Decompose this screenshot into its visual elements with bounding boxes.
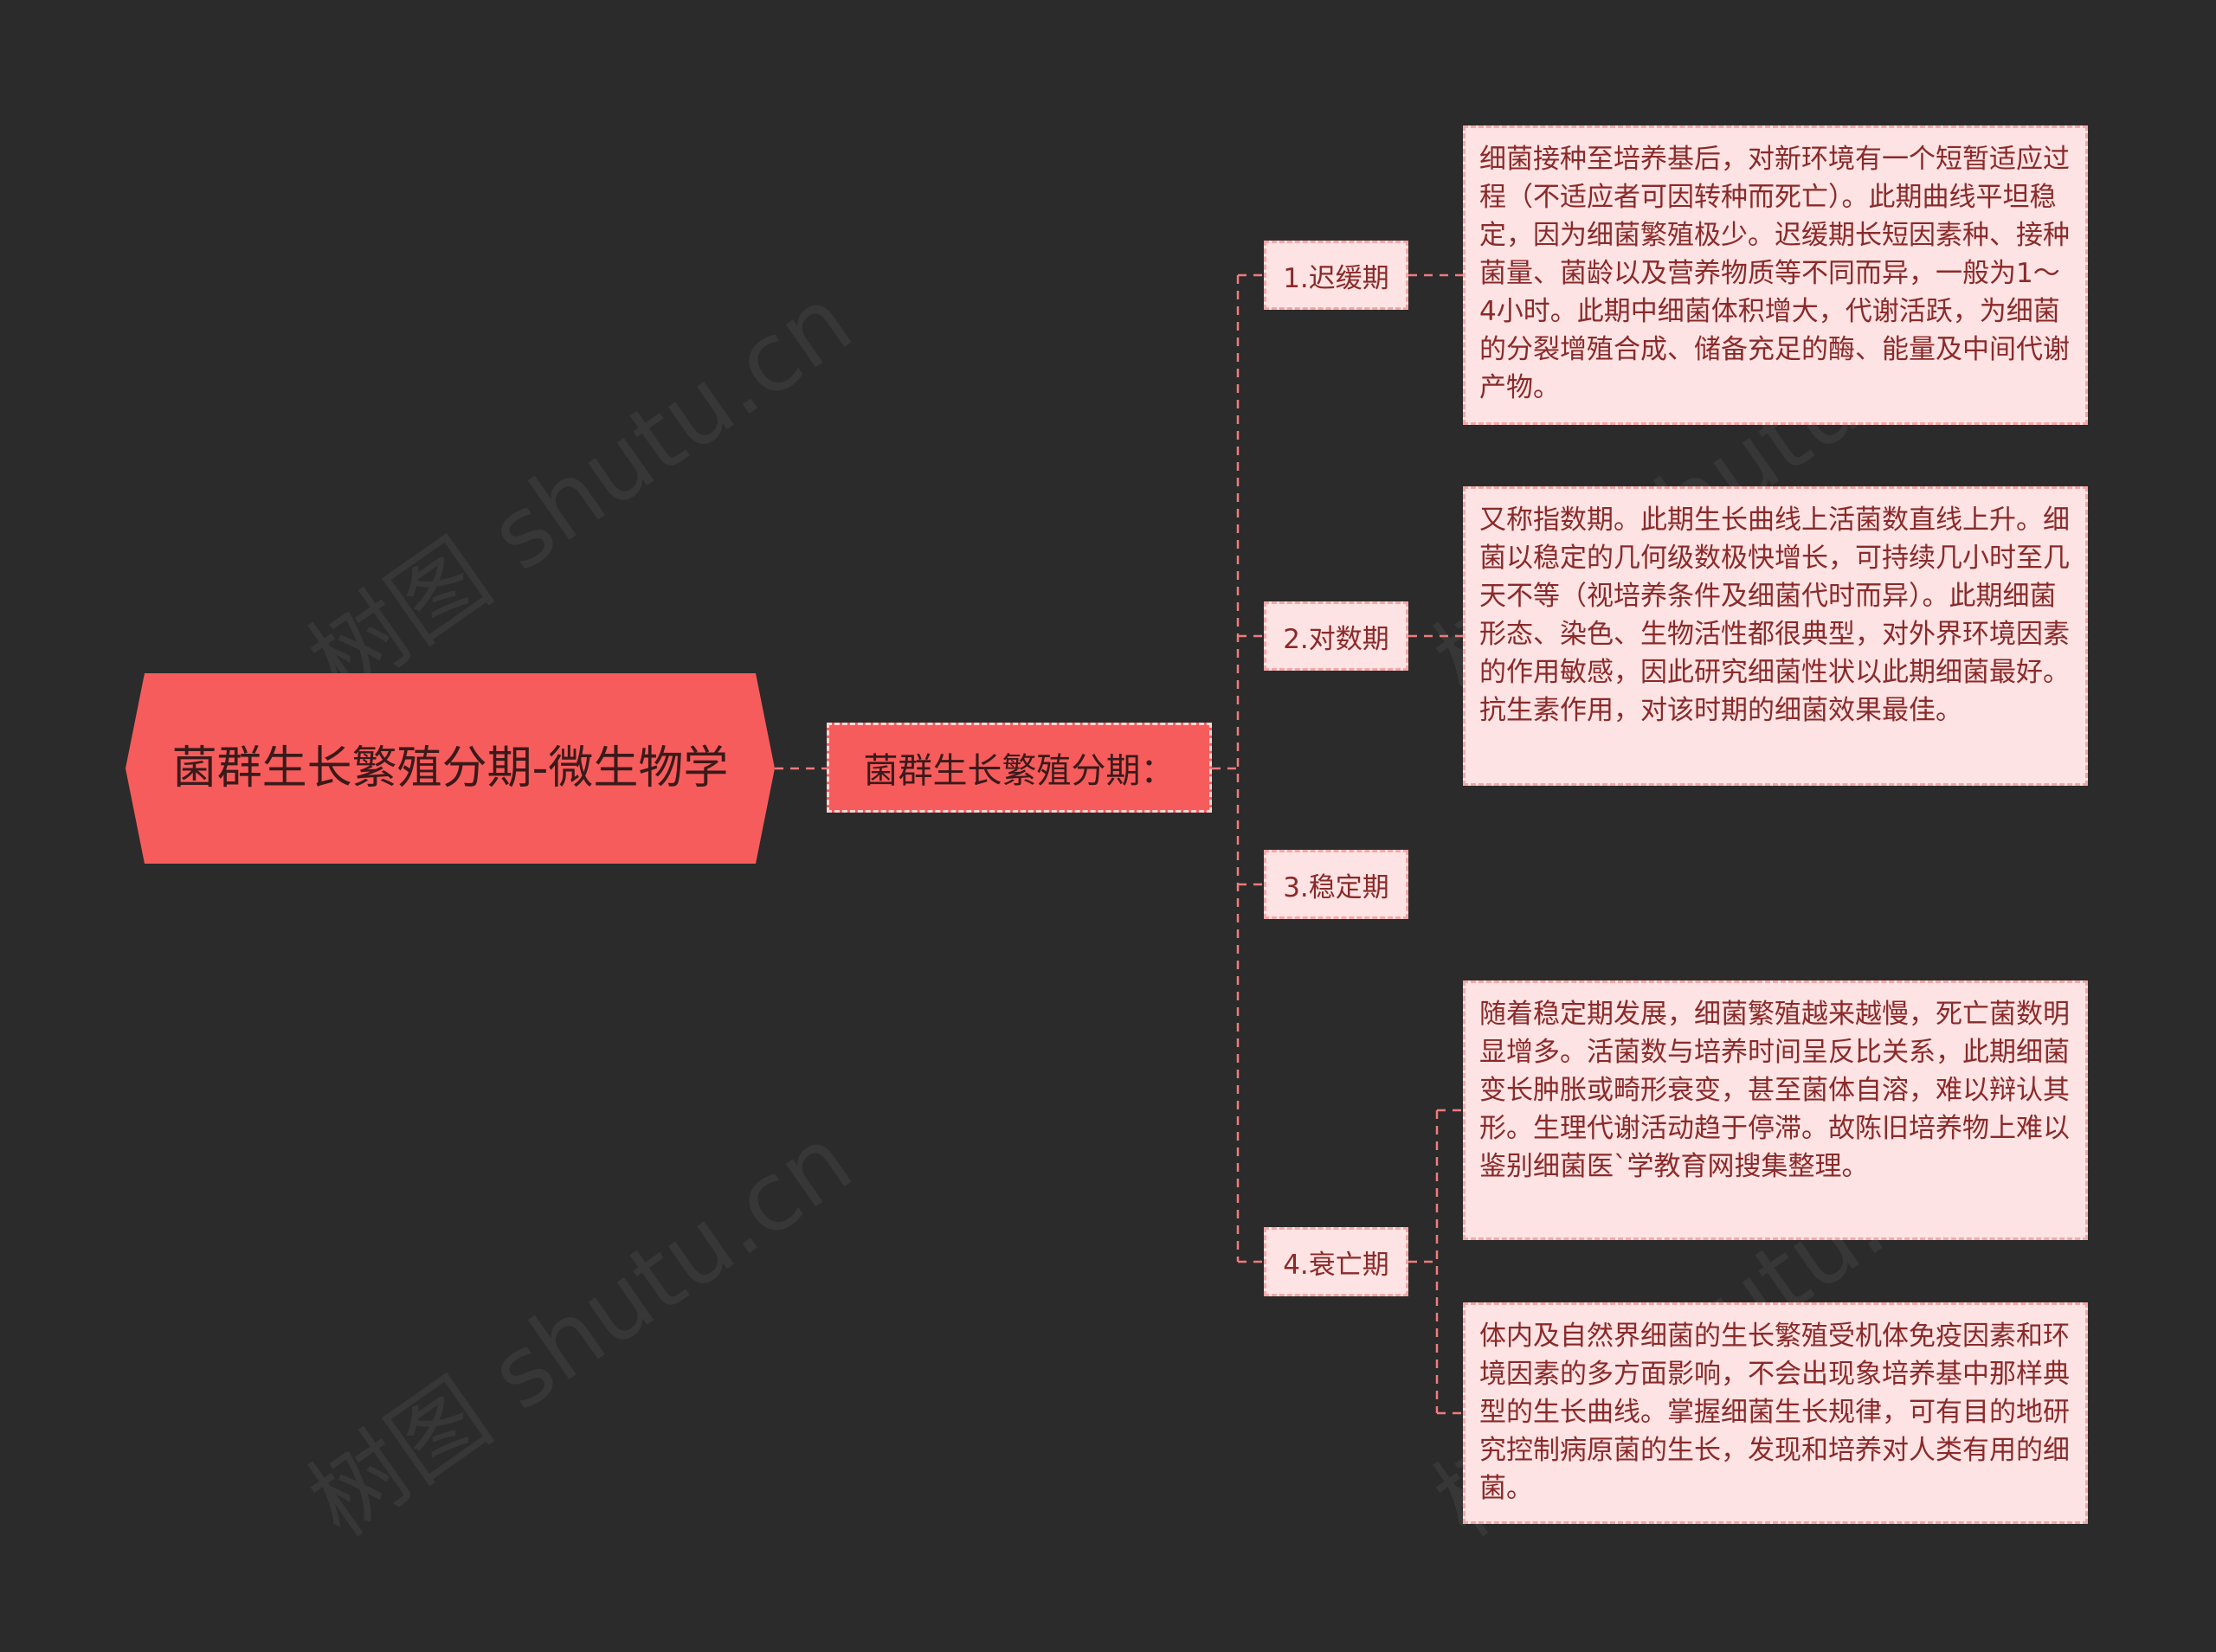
- subtopic-label: 菌群生长繁殖分期：: [863, 751, 1176, 791]
- stage-label: 1.迟缓期: [1283, 262, 1389, 294]
- description-lag[interactable]: 细菌接种至培养基后，对新环境有一个短暂适应过程（不适应者可因转种而死亡）。此期曲…: [1463, 125, 2088, 425]
- stage-label: 2.对数期: [1283, 623, 1389, 655]
- stage-node-stationary[interactable]: 3.稳定期: [1264, 850, 1408, 919]
- root-topic-label: 菌群生长繁殖分期-微生物学: [171, 742, 729, 794]
- stage-node-log[interactable]: 2.对数期: [1264, 601, 1408, 671]
- connector-stage4-trunk: [1408, 1110, 1439, 1413]
- stage-label: 3.稳定期: [1283, 871, 1389, 903]
- stage-node-decline[interactable]: 4.衰亡期: [1264, 1227, 1408, 1296]
- description-text: 又称指数期。此期生长曲线上活菌数直线上升。细菌以稳定的几何级数极快增长，可持续几…: [1479, 505, 2070, 726]
- stage-label: 4.衰亡期: [1283, 1249, 1389, 1281]
- subtopic-growth-phases[interactable]: 菌群生长繁殖分期：: [827, 723, 1212, 813]
- stage-node-lag[interactable]: 1.迟缓期: [1264, 241, 1408, 310]
- description-decline-1[interactable]: 随着稳定期发展，细菌繁殖越来越慢，死亡菌数明显增多。活菌数与培养时间呈反比关系，…: [1463, 980, 2088, 1240]
- description-text: 细菌接种至培养基后，对新环境有一个短暂适应过程（不适应者可因转种而死亡）。此期曲…: [1479, 144, 2070, 403]
- description-text: 体内及自然界细菌的生长繁殖受机体免疫因素和环境因素的多方面影响，不会出现象培养基…: [1479, 1321, 2070, 1504]
- root-topic[interactable]: 菌群生长繁殖分期-微生物学: [126, 673, 775, 864]
- description-log[interactable]: 又称指数期。此期生长曲线上活菌数直线上升。细菌以稳定的几何级数极快增长，可持续几…: [1463, 486, 2088, 786]
- description-text: 随着稳定期发展，细菌繁殖越来越慢，死亡菌数明显增多。活菌数与培养时间呈反比关系，…: [1479, 999, 2070, 1182]
- description-decline-2[interactable]: 体内及自然界细菌的生长繁殖受机体免疫因素和环境因素的多方面影响，不会出现象培养基…: [1463, 1302, 2088, 1524]
